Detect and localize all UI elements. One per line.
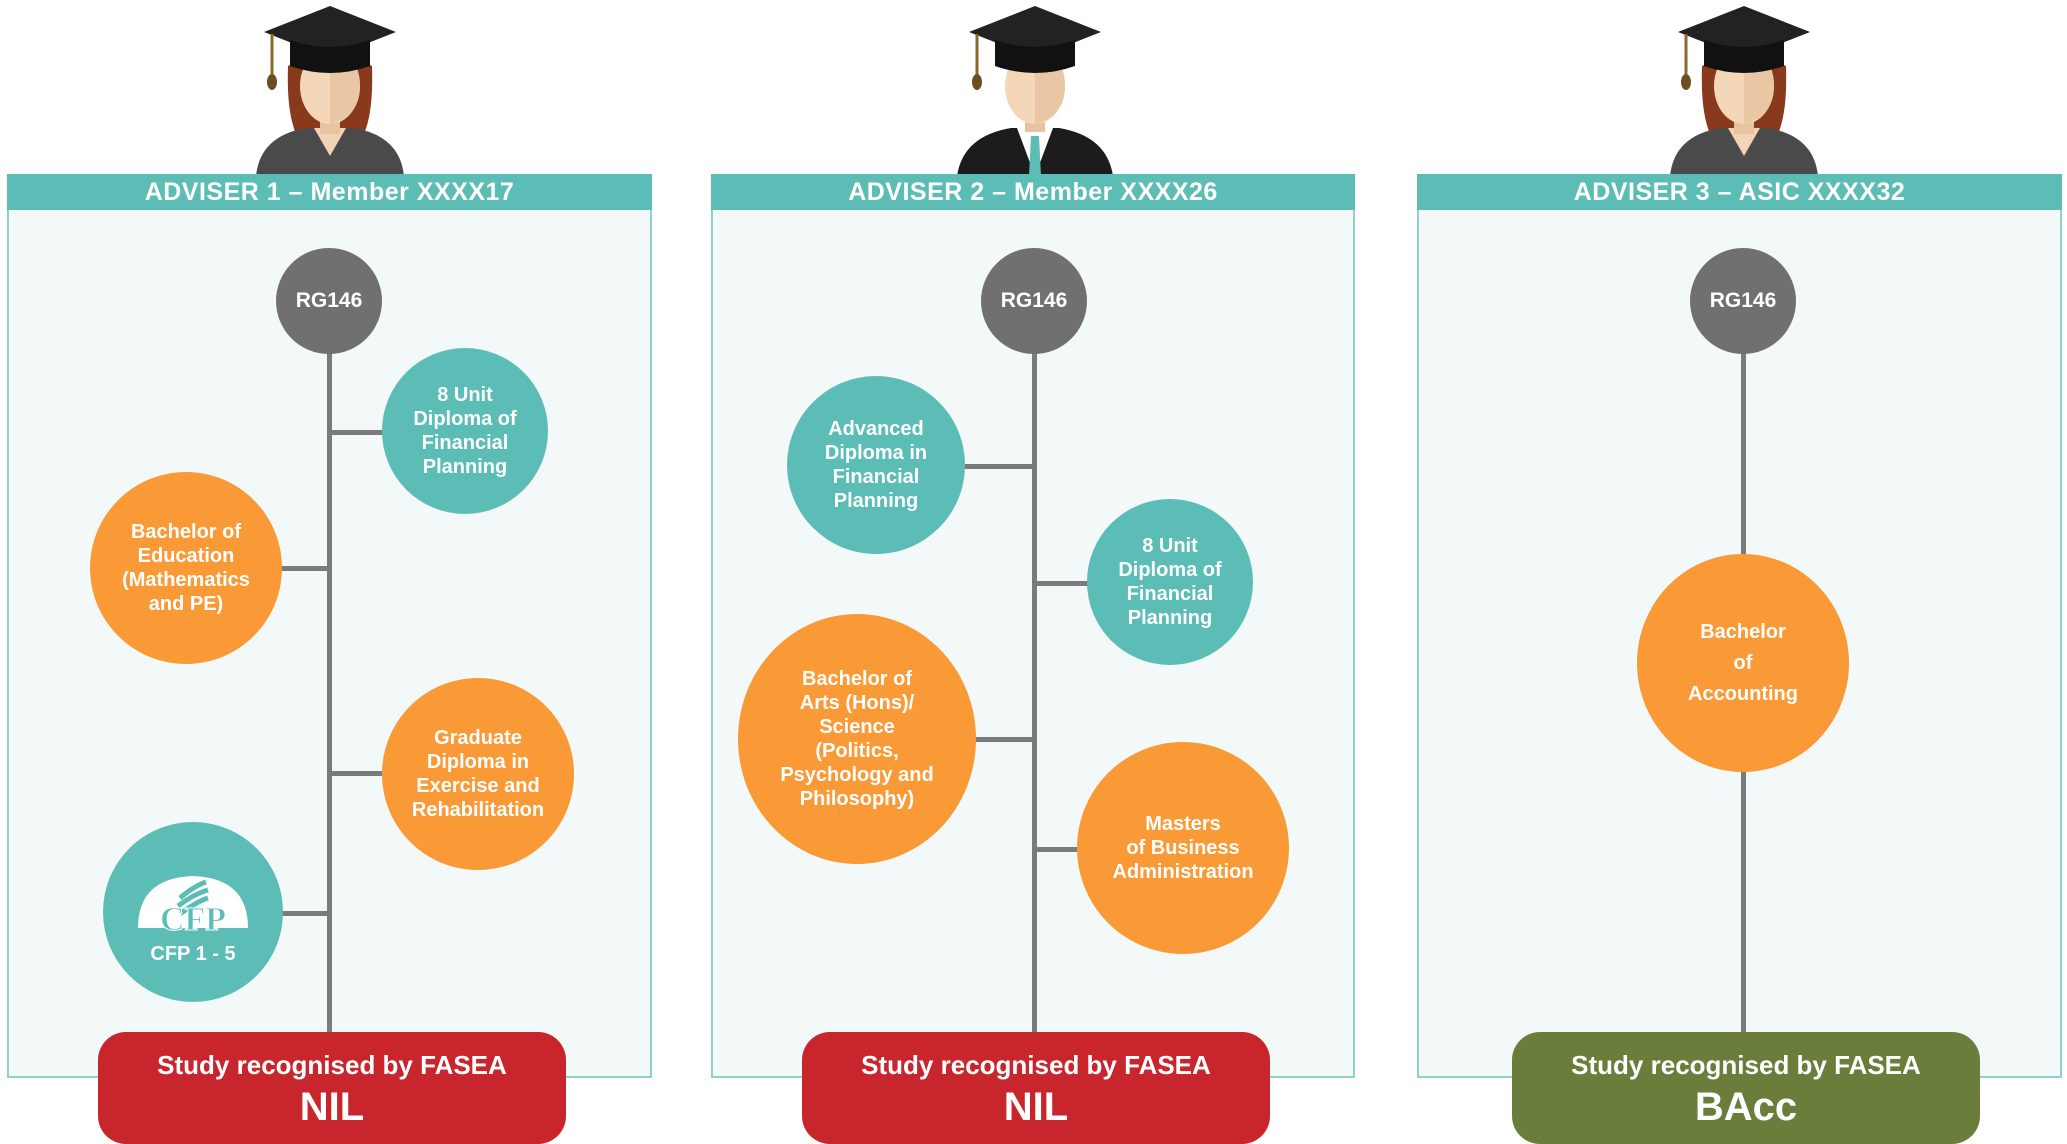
node-label: Graduate Diploma in Exercise and Rehabil…: [411, 727, 545, 821]
node-label: Bachelor of Arts (Hons)/ Science (Politi…: [780, 668, 934, 810]
male-graduate-icon: [957, 6, 1113, 176]
adviser-1-branch-line: [330, 771, 390, 776]
node-label: 8 Unit Diploma of Financial Planning: [413, 384, 517, 478]
node-label: Masters of Business Administration: [1112, 813, 1254, 883]
adviser-1-trunk-line: [327, 300, 332, 1036]
adviser-3-result-badge: Study recognised by FASEA BAcc: [1512, 1032, 1980, 1144]
adviser-1-branch-line: [280, 911, 330, 916]
female-graduate-icon: [256, 6, 404, 176]
node-label: CFP 1 - 5: [150, 943, 236, 965]
node-label: Advanced Diploma in Financial Planning: [824, 418, 928, 512]
result-label: Study recognised by FASEA: [157, 1050, 507, 1080]
adviser-1-graduate-diploma-node: Graduate Diploma in Exercise and Rehabil…: [382, 678, 574, 870]
adviser-1-bachelor-education-node: Bachelor of Education (Mathematics and P…: [90, 472, 282, 664]
adviser-2-advanced-diploma-node: Advanced Diploma in Financial Planning: [787, 376, 965, 554]
adviser-2-trunk-line: [1032, 300, 1037, 1036]
adviser-1-diploma-fp-node: 8 Unit Diploma of Financial Planning: [382, 348, 548, 514]
node-label: Bachelor of Accounting: [1688, 620, 1798, 705]
result-value: BAcc: [1694, 1085, 1798, 1129]
adviser-3-bachelor-accounting-node: Bachelor of Accounting: [1637, 554, 1849, 772]
adviser-2-rg146-node: RG146: [981, 248, 1087, 354]
result-value: NIL: [299, 1085, 365, 1129]
adviser-1-rg146-node: RG146: [276, 248, 382, 354]
adviser-2-result-badge: Study recognised by FASEA NIL: [802, 1032, 1270, 1144]
adviser-2-bachelor-arts-node: Bachelor of Arts (Hons)/ Science (Politi…: [738, 614, 976, 864]
adviser-2-header: ADVISER 2 – Member XXXX26: [711, 174, 1355, 210]
node-label: 8 Unit Diploma of Financial Planning: [1118, 535, 1222, 629]
adviser-2-branch-line: [1035, 581, 1095, 586]
adviser-2-mba-node: Masters of Business Administration: [1077, 742, 1289, 954]
adviser-1-cfp-node: CFP CFP 1 - 5: [103, 822, 283, 1002]
result-value: NIL: [1003, 1085, 1069, 1129]
adviser-1-branch-line: [330, 430, 390, 435]
result-label: Study recognised by FASEA: [1571, 1050, 1921, 1080]
adviser-3-header: ADVISER 3 – ASIC XXXX32: [1417, 174, 2062, 210]
adviser-2-diploma-fp-node: 8 Unit Diploma of Financial Planning: [1087, 499, 1253, 665]
adviser-3-rg146-node: RG146: [1690, 248, 1796, 354]
adviser-2-branch-line: [974, 737, 1034, 742]
female-graduate-icon: [1670, 6, 1818, 176]
adviser-1-branch-line: [280, 566, 330, 571]
node-label: Bachelor of Education (Mathematics and P…: [122, 521, 250, 615]
node-label: RG146: [1000, 289, 1068, 313]
adviser-1-header: ADVISER 1 – Member XXXX17: [7, 174, 652, 210]
cfp-logo-text: CFP: [160, 901, 226, 934]
adviser-1-result-badge: Study recognised by FASEA NIL: [98, 1032, 566, 1144]
adviser-2-branch-line: [1035, 847, 1085, 852]
adviser-2-branch-line: [964, 464, 1034, 469]
cfp-logo-icon: CFP: [138, 876, 248, 934]
result-label: Study recognised by FASEA: [861, 1050, 1211, 1080]
node-label: RG146: [295, 289, 363, 313]
node-label: RG146: [1709, 289, 1777, 313]
